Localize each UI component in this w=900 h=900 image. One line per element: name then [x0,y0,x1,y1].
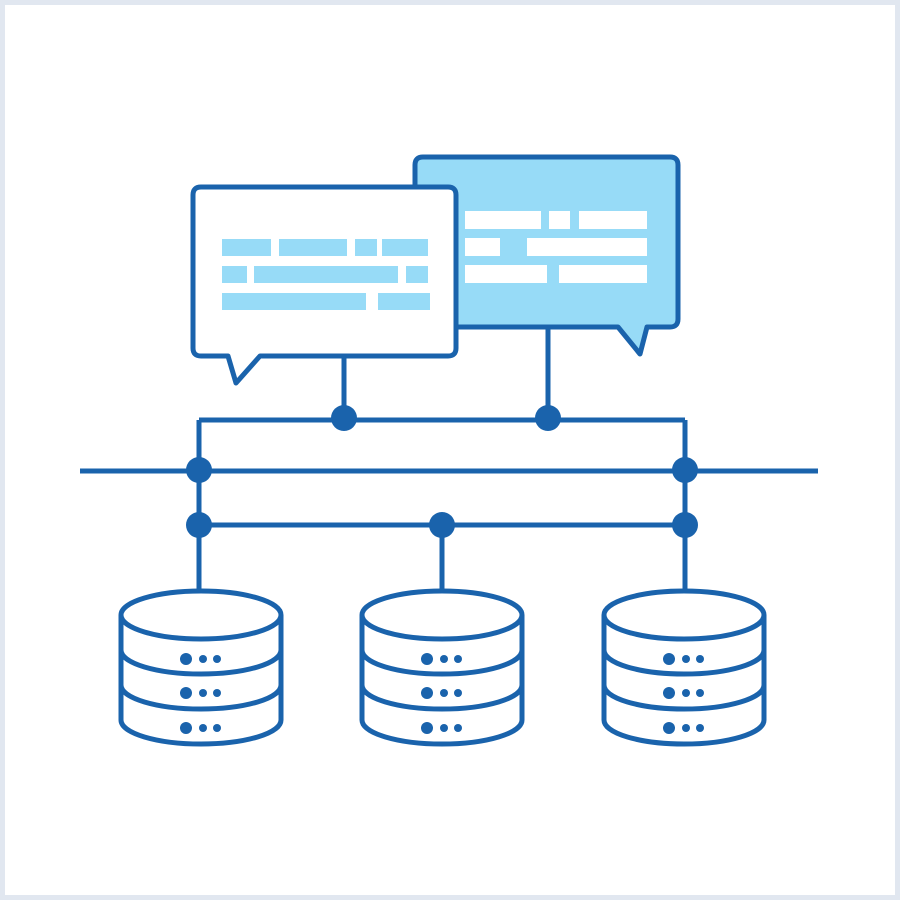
text-line-placeholder [355,239,377,256]
chat-bubbles [190,154,681,386]
server-right [601,588,767,747]
status-light-icon [454,689,462,697]
database-top [118,588,284,642]
text-line-placeholder [222,239,271,256]
status-light-icon [199,689,207,697]
network-node [186,457,212,483]
status-light-icon [199,724,207,732]
status-light-icon [682,689,690,697]
status-light-icon [180,653,192,665]
status-light-icon [663,722,675,734]
database-disk-divider [359,684,525,712]
text-line-placeholder [465,265,547,283]
text-line-placeholder [222,293,366,310]
status-light-icon [180,722,192,734]
status-light-icon [440,655,448,663]
database-disk-divider [601,649,767,677]
status-light-icon [440,689,448,697]
text-line-placeholder [382,239,428,256]
status-light-icon [696,724,704,732]
status-light-icon [696,689,704,697]
status-light-icon [682,724,690,732]
database-top [359,588,525,642]
status-light-icon [663,687,675,699]
server-center [359,588,525,747]
network-node [672,512,698,538]
status-light-icon [696,655,704,663]
text-line-placeholder [222,266,247,283]
network-wires [80,327,818,592]
status-light-icon [421,687,433,699]
server-left [118,588,284,747]
text-line-placeholder [465,238,500,256]
database-servers [118,588,767,747]
status-light-icon [440,724,448,732]
text-line-placeholder [527,238,647,256]
database-disk-divider [118,649,284,677]
status-light-icon [454,724,462,732]
text-line-placeholder [579,211,647,229]
network-node [535,405,561,431]
database-disk-divider [601,684,767,712]
database-top [601,588,767,642]
network-node [331,405,357,431]
status-light-icon [421,653,433,665]
database-disk-divider [118,684,284,712]
database-body [601,615,767,747]
database-body [359,615,525,747]
status-light-icon [180,687,192,699]
text-line-placeholder [254,266,398,283]
network-node [429,512,455,538]
database-body [118,615,284,747]
status-light-icon [663,653,675,665]
text-line-placeholder [378,293,430,310]
text-line-placeholder [406,266,428,283]
network-nodes [186,405,698,538]
database-disk-divider [359,649,525,677]
text-line-placeholder [279,239,347,256]
network-node [186,512,212,538]
status-light-icon [213,655,221,663]
text-line-placeholder [465,211,541,229]
chat-bubble-white [190,184,459,386]
network-node [672,457,698,483]
status-light-icon [682,655,690,663]
status-light-icon [213,724,221,732]
text-line-placeholder [559,265,647,283]
status-light-icon [199,655,207,663]
status-light-icon [421,722,433,734]
text-line-placeholder [549,211,570,229]
status-light-icon [454,655,462,663]
status-light-icon [213,689,221,697]
